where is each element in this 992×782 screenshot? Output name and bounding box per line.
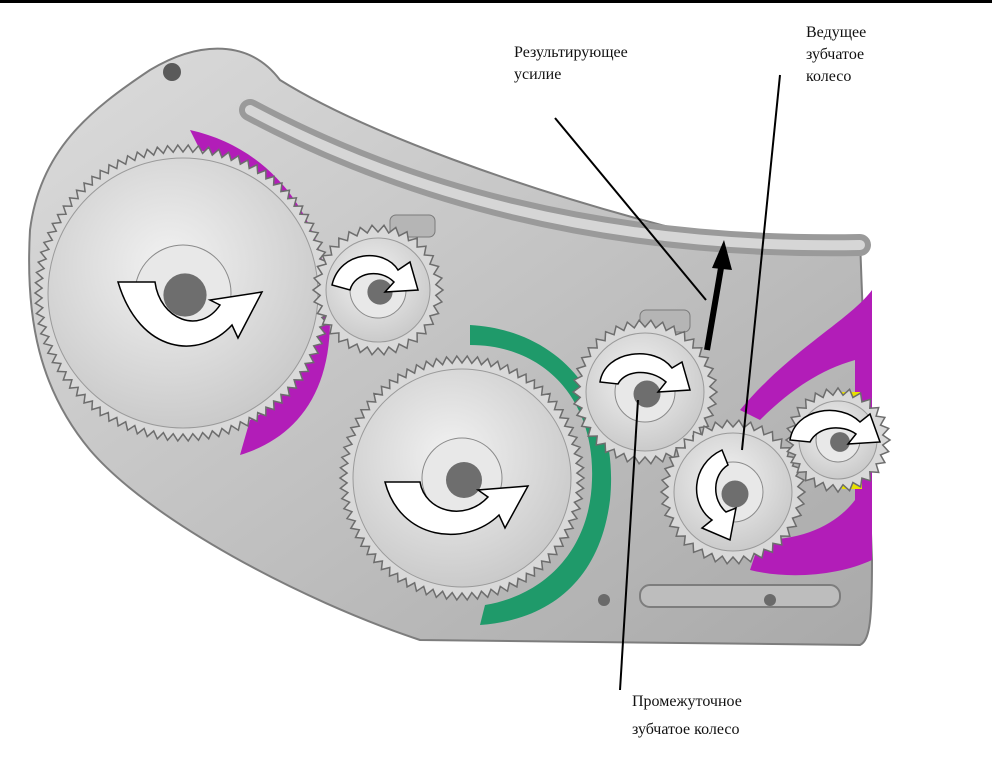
label-drive-gear-line-2: зубчатое xyxy=(806,44,866,66)
label-idler-gear-line-1: Промежуточное xyxy=(632,688,742,716)
label-drive-gear: Ведущее зубчатое колесо xyxy=(806,22,866,88)
label-idler-gear-line-2: зубчатое колесо xyxy=(632,716,742,744)
label-idler-gear: Промежуточное зубчатое колесо xyxy=(632,688,742,744)
label-resultant-force: Результирующее усилие xyxy=(514,42,628,86)
label-resultant-force-line-1: Результирующее xyxy=(514,42,628,64)
label-drive-gear-line-3: колесо xyxy=(806,66,866,88)
label-drive-gear-line-1: Ведущее xyxy=(806,22,866,44)
label-resultant-force-line-2: усилие xyxy=(514,64,628,86)
